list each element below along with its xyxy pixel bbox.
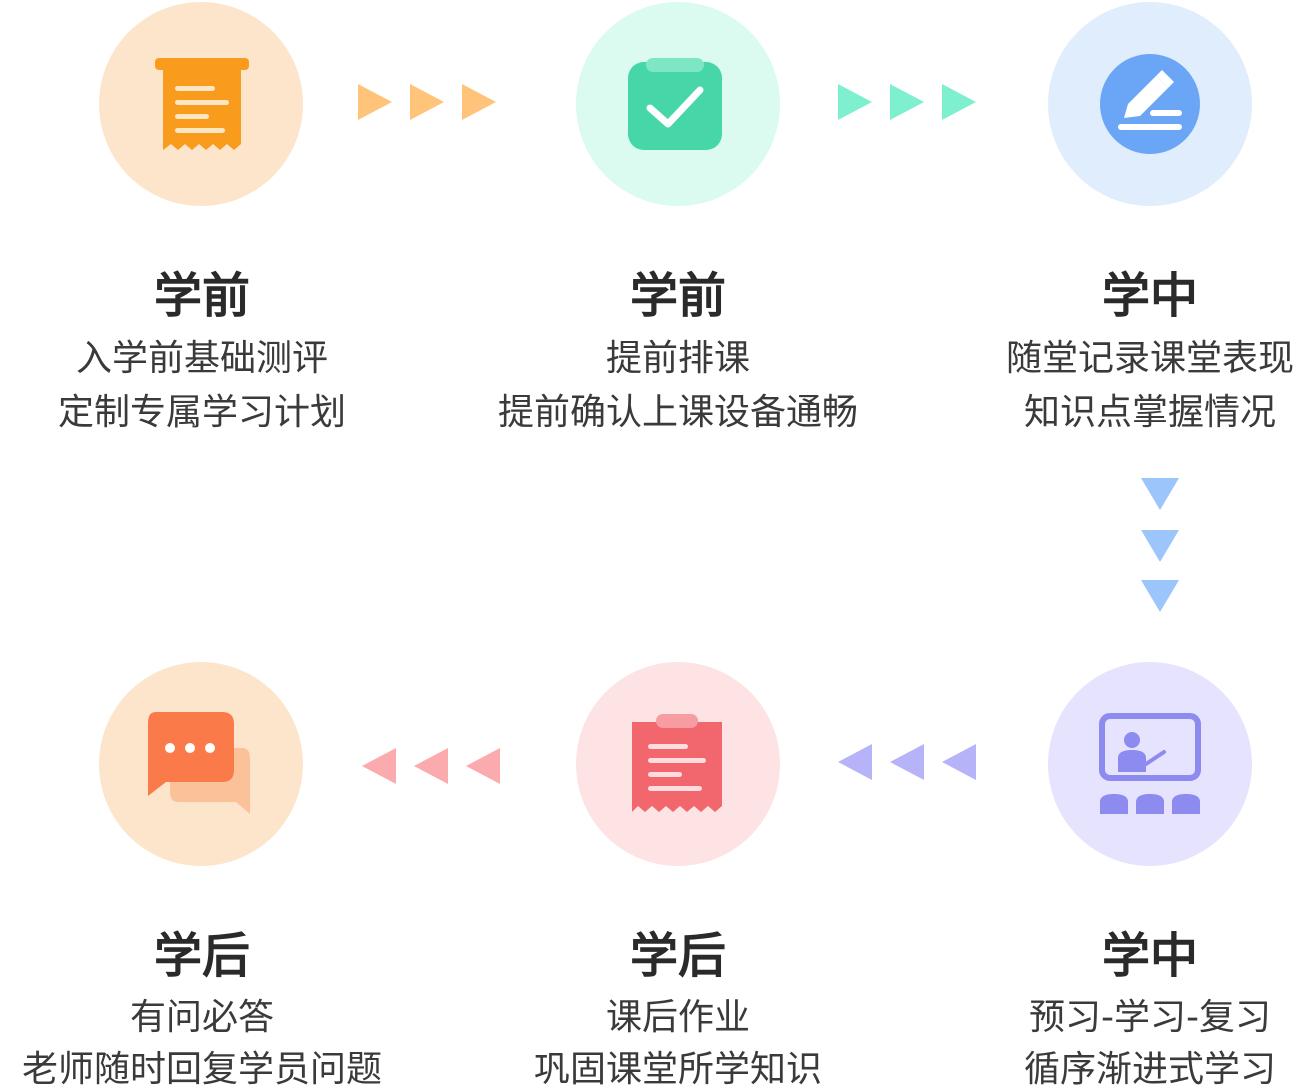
step2-line1: 提前排课 <box>605 338 750 379</box>
pencil-icon <box>1100 54 1200 154</box>
homework-icon <box>632 714 722 812</box>
step2-line2: 提前确认上课设备通畅 <box>497 392 858 433</box>
step6-title: 学后 <box>153 928 250 984</box>
step2-title: 学前 <box>629 268 726 324</box>
step5-line1: 课后作业 <box>605 997 750 1038</box>
step5-title: 学后 <box>629 928 726 984</box>
step1-line1: 入学前基础测评 <box>75 338 328 379</box>
chat-icon <box>148 712 250 814</box>
step4-title: 学中 <box>1101 928 1198 984</box>
step4-circle <box>1048 662 1252 866</box>
arrow-left-purple <box>838 744 976 780</box>
step3-line1: 随堂记录课堂表现 <box>1005 338 1294 379</box>
arrow-right-orange <box>358 84 496 120</box>
step4-line1: 预习-学习-复习 <box>1029 997 1271 1038</box>
step1-title: 学前 <box>153 268 250 324</box>
step3-title: 学中 <box>1101 268 1198 324</box>
check-clipboard-icon <box>628 58 722 150</box>
classroom-icon <box>1099 713 1201 814</box>
step3-line2: 知识点掌握情况 <box>1023 392 1276 433</box>
step1-line2: 定制专属学习计划 <box>57 392 346 433</box>
step4-line2: 循序渐进式学习 <box>1023 1049 1276 1090</box>
step6-line2: 老师随时回复学员问题 <box>21 1049 382 1090</box>
arrow-left-red <box>362 748 500 784</box>
arrow-right-green <box>838 84 976 120</box>
step5-line2: 巩固课堂所学知识 <box>533 1049 822 1090</box>
arrow-down-blue <box>1141 478 1179 612</box>
receipt-icon <box>155 58 249 150</box>
step6-line1: 有问必答 <box>129 997 274 1038</box>
